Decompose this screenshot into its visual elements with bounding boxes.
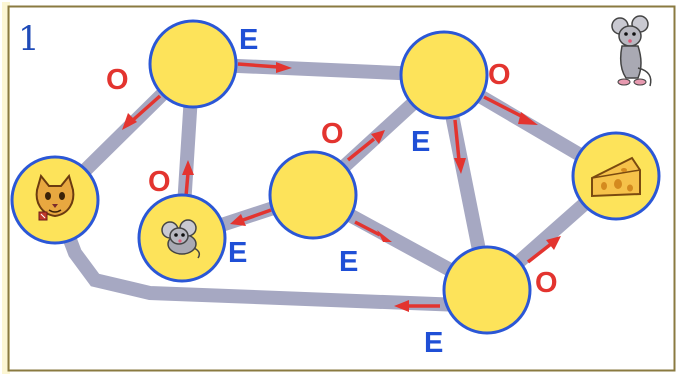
label-e-1: E: [239, 24, 258, 56]
label-o-4: O: [148, 166, 171, 198]
label-e-4: E: [339, 246, 358, 278]
arrow-3: [182, 160, 194, 197]
board-frame: [7, 5, 676, 372]
node-top-right[interactable]: [399, 30, 489, 120]
arrows: [122, 62, 561, 312]
label-e-5: E: [424, 327, 443, 359]
label-e-2: E: [411, 126, 430, 158]
label-o-3: O: [321, 118, 344, 150]
mouse-icon: [161, 219, 201, 259]
node-bottom-right[interactable]: [442, 245, 532, 335]
label-o-2: O: [488, 59, 511, 91]
arrow-6: [354, 220, 392, 242]
arrow-2: [122, 94, 162, 130]
arrow-1: [237, 62, 292, 73]
cat-icon: [35, 173, 75, 221]
direction-labels: O E O O E O E E O E: [106, 24, 558, 359]
arrow-10: [394, 300, 440, 312]
mouse-standing-icon: [611, 15, 652, 87]
puzzle-number: 1: [18, 19, 40, 59]
label-o-1: O: [106, 64, 129, 96]
label-o-5: O: [535, 267, 558, 299]
cheese-icon: [591, 156, 641, 198]
nodes: [10, 19, 661, 335]
label-e-3: E: [228, 237, 247, 269]
node-middle[interactable]: [268, 150, 358, 240]
arrow-8: [483, 95, 538, 125]
arrow-7: [453, 119, 466, 174]
arrow-9: [526, 236, 561, 264]
arrow-5: [346, 130, 385, 162]
arrow-4: [230, 208, 272, 226]
node-top-left[interactable]: [148, 19, 238, 109]
